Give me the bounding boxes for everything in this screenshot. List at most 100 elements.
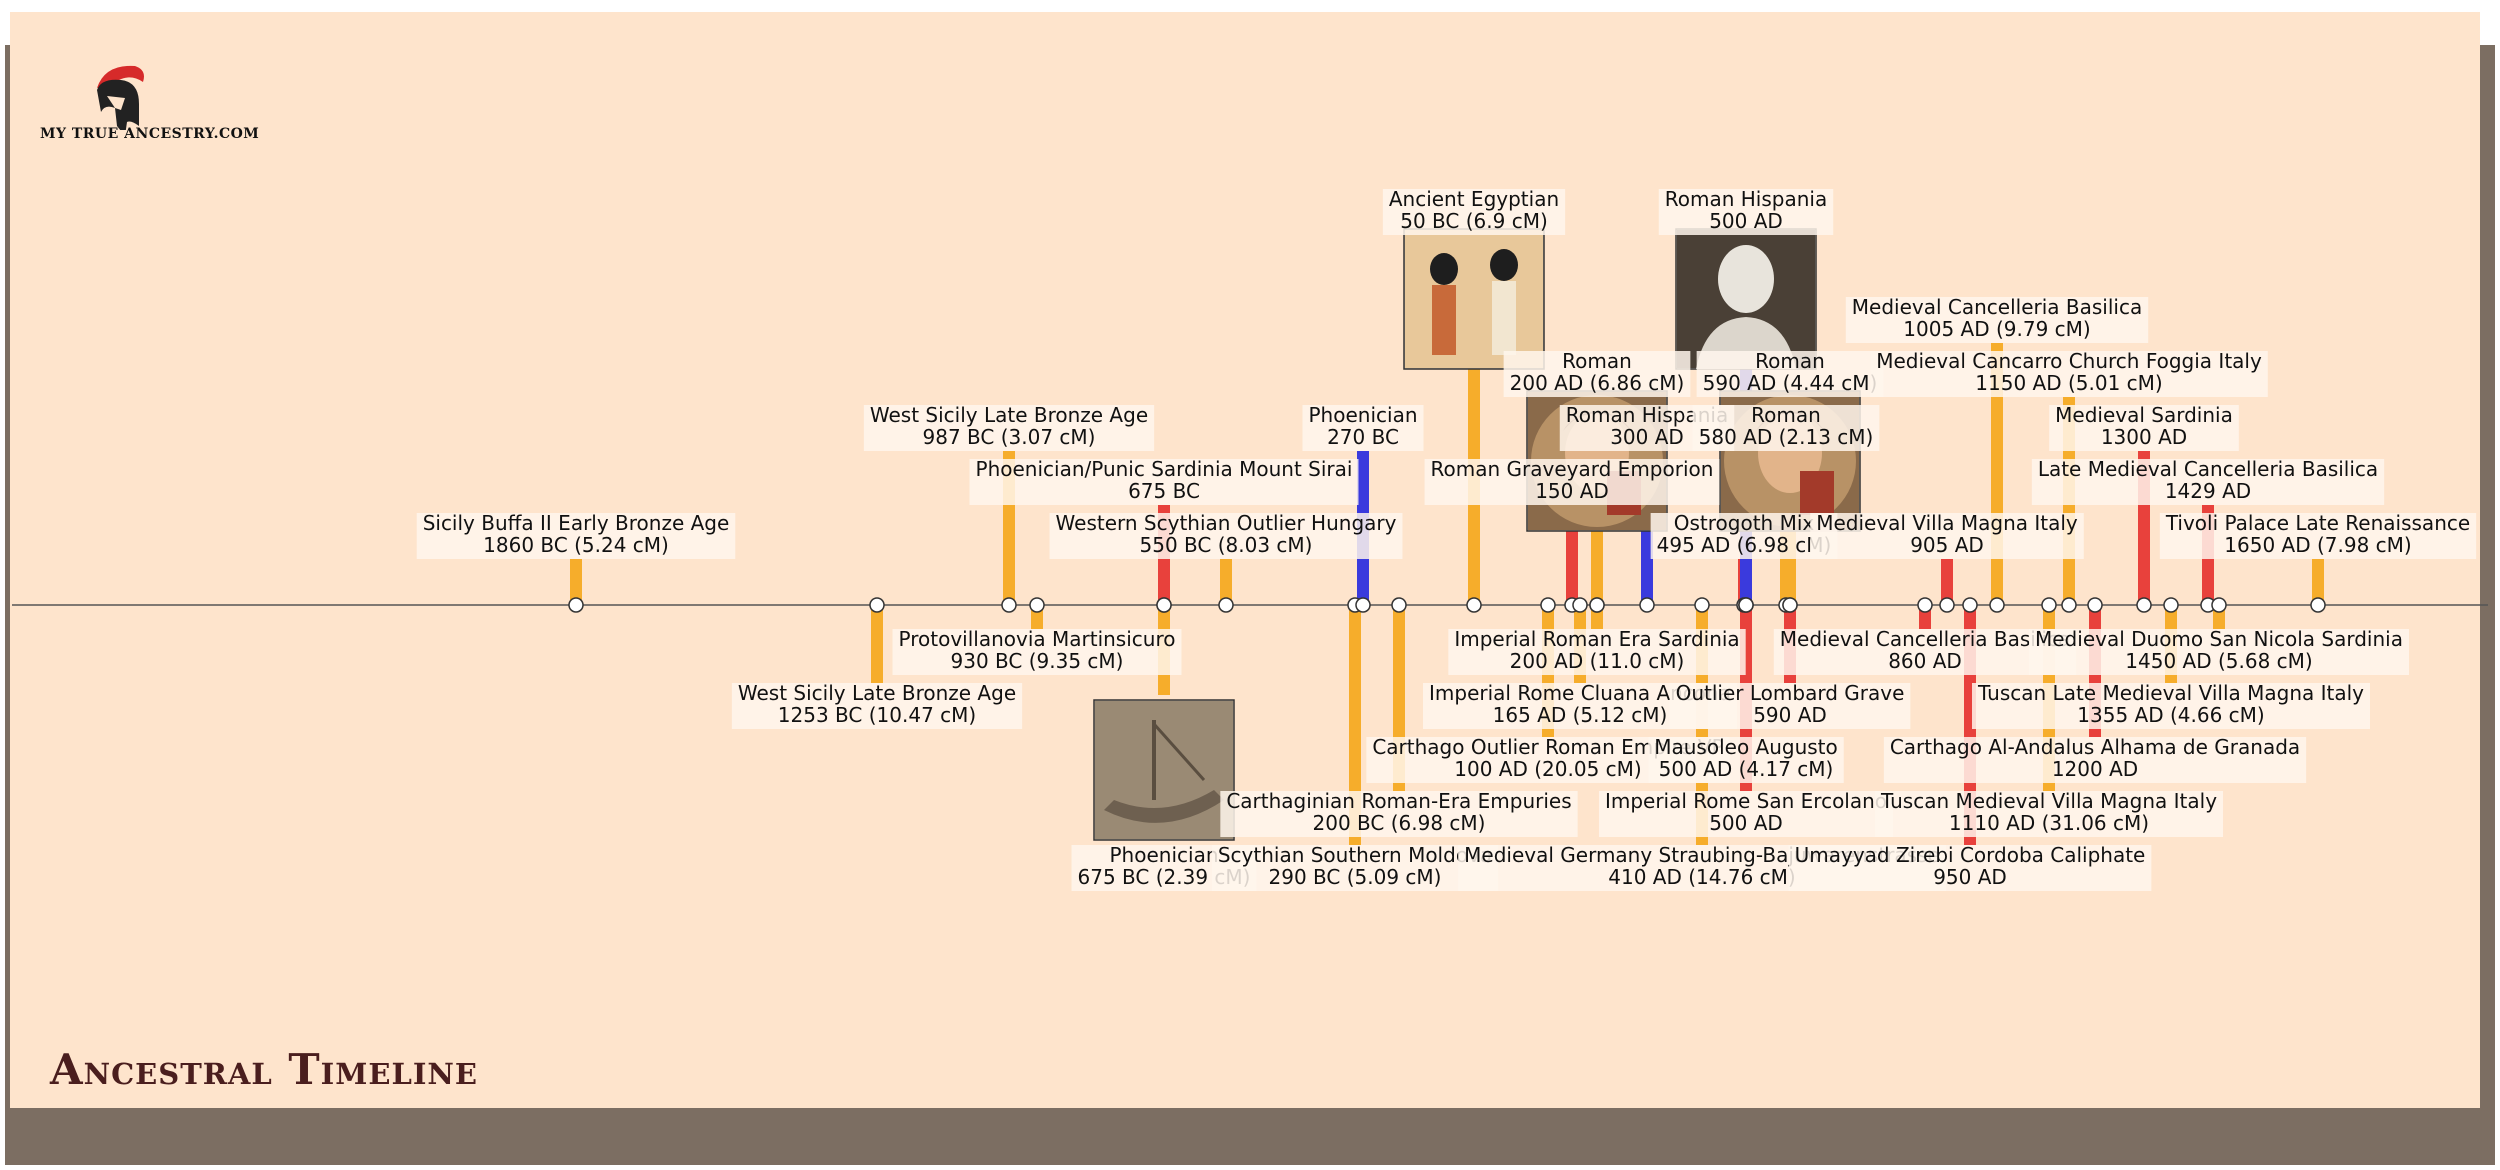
sample-date: 1650 AD (7.98 cM) <box>2224 533 2411 557</box>
label-background <box>731 683 1023 729</box>
spartan-helmet-icon <box>97 65 144 136</box>
timeline-dot[interactable] <box>1540 597 1556 613</box>
sample-name: Medieval Sardinia <box>2055 403 2233 427</box>
sample-date: 987 BC (3.07 cM) <box>923 425 1096 449</box>
sample-date: 500 AD (4.17 cM) <box>1659 757 1834 781</box>
timeline-dot[interactable] <box>1694 597 1710 613</box>
label-background <box>1658 189 1834 235</box>
label-background <box>2029 629 2409 675</box>
sample-date: 1860 BC (5.24 cM) <box>483 533 669 557</box>
sample-name: Roman <box>1751 403 1821 427</box>
timeline-dot[interactable] <box>2087 597 2103 613</box>
sample-name: Phoenician <box>1110 843 1219 867</box>
sample-date: 200 AD (11.0 cM) <box>1510 649 1685 673</box>
timeline-dot[interactable] <box>568 597 584 613</box>
timeline-dot[interactable] <box>869 597 885 613</box>
label-background <box>1211 845 1499 891</box>
timeline-dot[interactable] <box>1572 597 1588 613</box>
timeline-dot[interactable] <box>1029 597 1045 613</box>
timeline-dot[interactable] <box>1639 597 1655 613</box>
brand-logo[interactable]: MY TRUE ANCESTRY.COM <box>35 60 259 150</box>
timeline-dot[interactable] <box>1917 597 1933 613</box>
sample-label[interactable]: Medieval Cancarro Church Foggia Italy115… <box>1870 349 2268 397</box>
label-background <box>969 459 1359 505</box>
sample-name: Sicily Buffa II Early Bronze Age <box>423 511 730 535</box>
timeline-dot[interactable] <box>1989 597 2005 613</box>
timeline-dot[interactable] <box>1962 597 1978 613</box>
ship-relief-image <box>1093 699 1235 841</box>
sample-date: 860 AD <box>1888 649 1962 673</box>
timeline-dot[interactable] <box>2310 597 2326 613</box>
timeline-dot[interactable] <box>1156 597 1172 613</box>
timeline-dot[interactable] <box>1218 597 1234 613</box>
timeline-dot[interactable] <box>2136 597 2152 613</box>
timeline-dot[interactable] <box>2041 597 2057 613</box>
sample-name: Umayyad Zirebi Cordoba Caliphate <box>1795 843 2146 867</box>
timeline-dot[interactable] <box>1939 597 1955 613</box>
sample-date: 200 BC (6.98 cM) <box>1313 811 1486 835</box>
sample-date: 270 BC <box>1327 425 1399 449</box>
sample-date: 580 AD (2.13 cM) <box>1699 425 1874 449</box>
sample-label[interactable]: Phoenician/Punic Sardinia Mount Sirai675… <box>969 457 1359 505</box>
label-background <box>1302 405 1424 451</box>
label-background <box>1382 189 1566 235</box>
sample-name: Carthaginian Roman-Era Empuries <box>1226 789 1571 813</box>
sample-label[interactable]: Tuscan Late Medieval Villa Magna Italy13… <box>1972 681 2370 729</box>
sample-name: Imperial Rome San Ercolano <box>1605 789 1887 813</box>
timeline-dot[interactable] <box>1589 597 1605 613</box>
timeline-dot[interactable] <box>1355 597 1371 613</box>
timeline-dot[interactable] <box>2163 597 2179 613</box>
sample-name: West Sicily Late Bronze Age <box>870 403 1148 427</box>
sample-bar <box>871 605 883 683</box>
sample-bar <box>1941 559 1953 605</box>
sample-name: Outlier Lombard Grave <box>1676 681 1905 705</box>
sample-date: 410 AD (14.76 cM) <box>1608 865 1795 889</box>
timeline-dot[interactable] <box>1466 597 1482 613</box>
timeline-dot[interactable] <box>2211 597 2227 613</box>
timeline-dot[interactable] <box>1738 597 1754 613</box>
sample-name: Ostrogoth Mix <box>1674 511 1815 535</box>
sample-name: Tuscan Late Medieval Villa Magna Italy <box>1977 681 2364 705</box>
sample-name: Medieval Duomo San Nicola Sardinia <box>2035 627 2403 651</box>
sample-date: 590 AD <box>1753 703 1827 727</box>
timeline-dot[interactable] <box>1391 597 1407 613</box>
sample-label[interactable]: Carthago Al-Andalus Alhama de Granada120… <box>1883 735 2307 783</box>
timeline-dot[interactable] <box>2061 597 2077 613</box>
sample-date: 550 BC (8.03 cM) <box>1140 533 1313 557</box>
timeline-dot[interactable] <box>1001 597 1017 613</box>
timeline-dot[interactable] <box>1782 597 1798 613</box>
sample-date: 1253 BC (10.47 cM) <box>778 703 976 727</box>
sample-date: 500 AD <box>1709 811 1783 835</box>
egyptian-painting-image <box>1403 228 1545 370</box>
sample-date: 1110 AD (31.06 cM) <box>1949 811 2149 835</box>
label-background <box>1870 351 2268 397</box>
